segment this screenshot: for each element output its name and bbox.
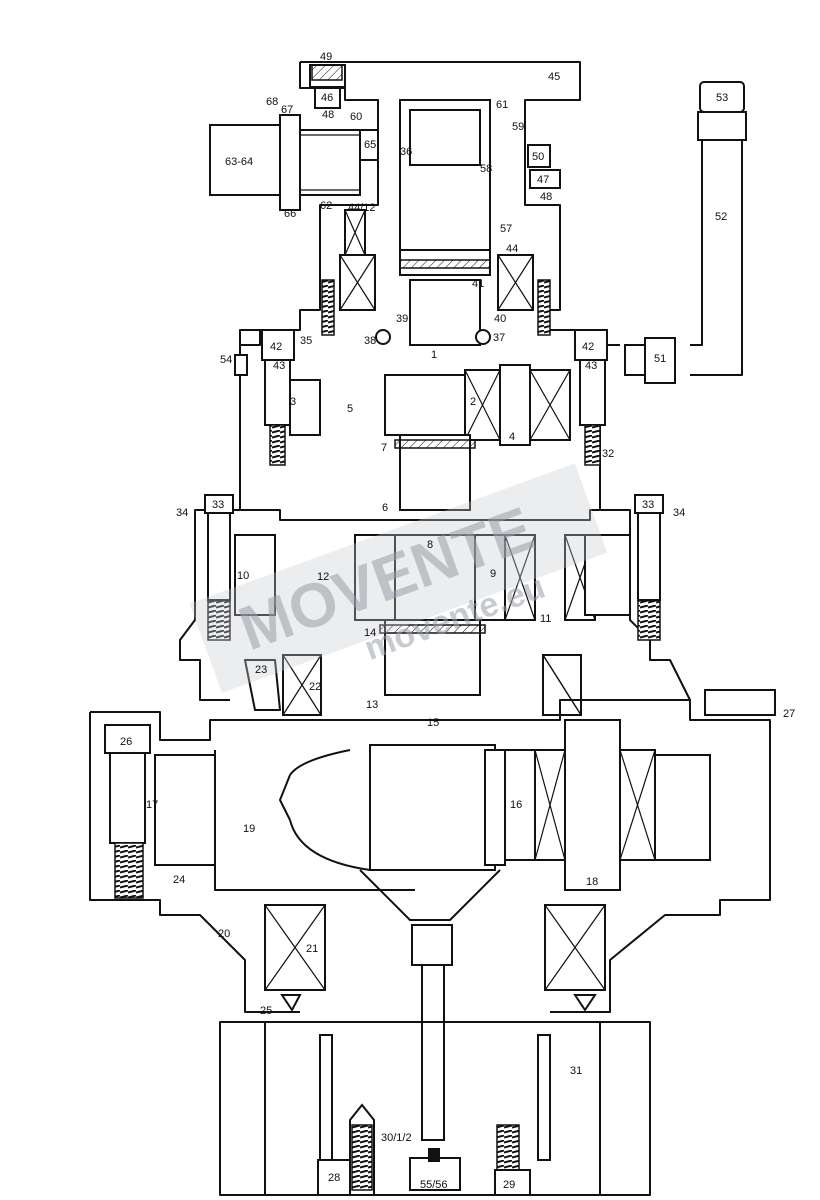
label-34b: 34 [673, 507, 685, 519]
label-60: 60 [350, 111, 362, 123]
label-61: 61 [496, 99, 508, 111]
label-25: 25 [260, 1005, 272, 1017]
label-2: 2 [470, 396, 476, 408]
label-67: 67 [281, 104, 293, 116]
label-18: 18 [586, 876, 598, 888]
label-12: 12 [317, 571, 329, 583]
label-48a: 48 [322, 109, 334, 121]
label-38: 38 [364, 335, 376, 347]
label-32: 32 [602, 448, 614, 460]
label-45: 45 [548, 71, 560, 83]
label-68: 68 [266, 96, 278, 108]
label-23: 23 [255, 664, 267, 676]
label-35: 35 [300, 335, 312, 347]
label-46: 46 [321, 92, 333, 104]
label-21: 21 [306, 943, 318, 955]
label-42b: 42 [582, 341, 594, 353]
label-54: 54 [220, 354, 232, 366]
label-16: 16 [510, 799, 522, 811]
label-27: 27 [783, 708, 795, 720]
label-44: 44 [506, 243, 518, 255]
label-11: 11 [540, 613, 551, 625]
label-59: 59 [512, 121, 524, 133]
label-34a: 34 [176, 507, 188, 519]
label-47: 47 [537, 174, 549, 186]
label-31: 31 [570, 1065, 582, 1077]
label-57: 57 [500, 223, 512, 235]
label-51: 51 [654, 353, 666, 365]
label-3: 3 [290, 396, 296, 408]
label-20: 20 [218, 928, 230, 940]
label-33b: 33 [642, 499, 654, 511]
middle-stage-housing [179, 494, 691, 720]
label-65: 65 [364, 139, 376, 151]
label-29: 29 [503, 1179, 515, 1191]
label-42a: 42 [270, 341, 282, 353]
label-41: 41 [472, 278, 484, 290]
label-7: 7 [381, 442, 387, 454]
label-22: 22 [309, 681, 321, 693]
upper-stage-housing [234, 329, 608, 521]
label-33a: 33 [212, 499, 224, 511]
label-43a: 43 [273, 360, 285, 372]
label-17: 17 [146, 799, 158, 811]
top-housing [209, 61, 620, 346]
label-6: 6 [382, 502, 388, 514]
label-52: 52 [715, 211, 727, 223]
label-14: 14 [364, 627, 376, 639]
label-39: 39 [396, 313, 408, 325]
label-43b: 43 [585, 360, 597, 372]
label-48b: 48 [540, 191, 552, 203]
label-5: 5 [347, 403, 353, 415]
label-55-56: 55/56 [420, 1179, 448, 1191]
label-28: 28 [328, 1172, 340, 1184]
hydraulic-pipe [624, 81, 747, 384]
label-13: 13 [366, 699, 378, 711]
label-37: 37 [493, 332, 505, 344]
label-1: 1 [431, 349, 437, 361]
label-4: 4 [509, 431, 515, 443]
label-9: 9 [490, 568, 496, 580]
label-10: 10 [237, 570, 249, 582]
label-63-64: 63-64 [225, 156, 253, 168]
label-30-1-2: 30/1/2 [381, 1132, 412, 1144]
part-labels: 49 45 46 48 53 68 67 60 61 59 63-64 65 3… [120, 51, 795, 1191]
label-49: 49 [320, 51, 332, 63]
lower-stage-housing [89, 689, 776, 1141]
label-15: 15 [427, 717, 439, 729]
label-50: 50 [532, 151, 544, 163]
label-40: 40 [494, 313, 506, 325]
label-8: 8 [427, 539, 433, 551]
output-base [219, 1021, 651, 1196]
label-58: 58 [480, 163, 492, 175]
label-62: 62 [320, 200, 332, 212]
label-36: 36 [400, 146, 412, 158]
label-66: 66 [284, 208, 296, 220]
label-53: 53 [716, 92, 728, 104]
label-19: 19 [243, 823, 255, 835]
label-24: 24 [173, 874, 185, 886]
label-44-12: 44/12 [348, 202, 376, 214]
label-26: 26 [120, 736, 132, 748]
